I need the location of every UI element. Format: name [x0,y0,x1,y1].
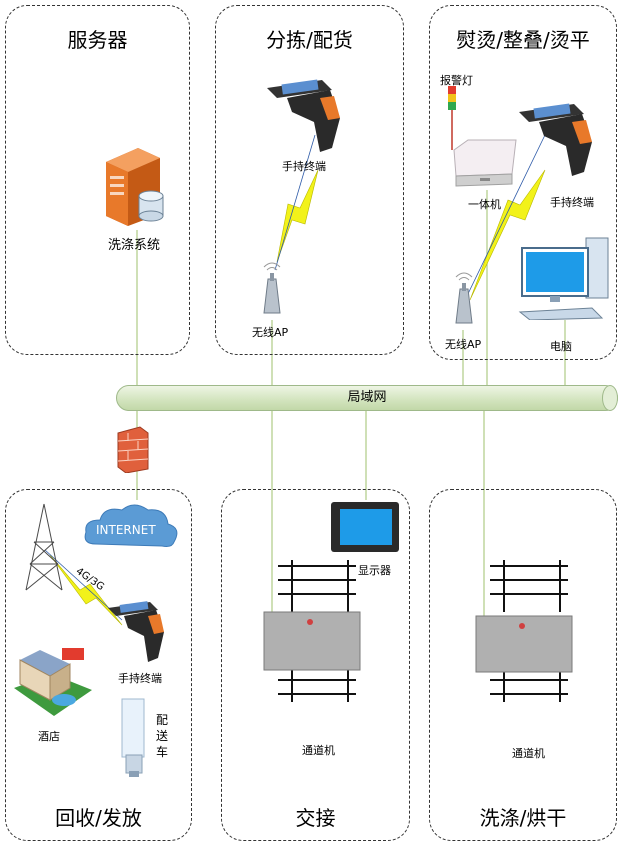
alarm-light-label: 报警灯 [440,74,473,87]
firewall-icon [117,426,149,473]
zone-ironing: 熨烫/整叠/烫平 [429,5,617,360]
handheld-terminal-icon [108,601,164,662]
sorting-ap-label: 无线AP [252,326,289,339]
cart-label: 配送车 [155,713,168,759]
database-icon [138,190,164,222]
delivery-cart-icon [121,698,145,777]
hotel-icon [14,648,92,716]
sorting-terminal-label: 手持终端 [282,160,326,173]
wireless-ap-icon [455,272,473,324]
zone-handover: 交接 [221,489,410,841]
zone-recycle: 回收/发放 [5,489,192,841]
lan-end-cap [602,385,618,411]
zone-title: 洗涤/烘干 [479,806,567,830]
recycle-terminal-label: 手持终端 [118,672,162,685]
lan-backbone: 局域网 [116,385,618,411]
zone-title: 分拣/配货 [266,28,353,52]
cell-tower-icon [25,503,63,591]
zone-title: 熨烫/整叠/烫平 [456,28,590,52]
display-label: 显示器 [358,564,391,577]
ironing-ap-label: 无线AP [445,338,482,351]
zone-sorting: 分拣/配货 [215,5,404,355]
washing-system-label: 洗涤系统 [108,238,161,253]
gate-machine-icon [263,560,361,702]
signal-ironing [464,134,546,301]
all-in-one-label: 一体机 [468,198,501,211]
ironing-terminal-label: 手持终端 [550,196,594,209]
zone-title: 服务器 [67,28,128,52]
handover-gate-label: 通道机 [302,744,335,757]
internet-label: INTERNET [96,523,156,537]
all-in-one-machine-icon [453,139,517,187]
display-monitor-icon [331,502,399,552]
wireless-ap-icon [263,262,281,314]
internet-cloud-icon [84,504,178,547]
zone-washing: 洗涤/烘干 [429,489,617,841]
lightning-recycle [49,554,123,626]
pc-label: 电脑 [550,340,572,353]
handheld-terminal-icon [519,103,592,176]
zone-server: 服务器 [5,5,190,355]
computer-icon [518,237,609,320]
zone-title: 交接 [295,806,336,830]
lan-label: 局域网 [347,390,387,405]
hotel-label: 酒店 [38,730,60,743]
lightning-ironing [469,169,546,301]
gate-machine-icon [475,560,573,702]
zone-title: 回收/发放 [55,806,142,830]
washing-gate-label: 通道机 [512,747,545,760]
handheld-terminal-icon [267,79,340,152]
alarm-light-icon [448,86,456,150]
signal-sorting [274,134,316,271]
